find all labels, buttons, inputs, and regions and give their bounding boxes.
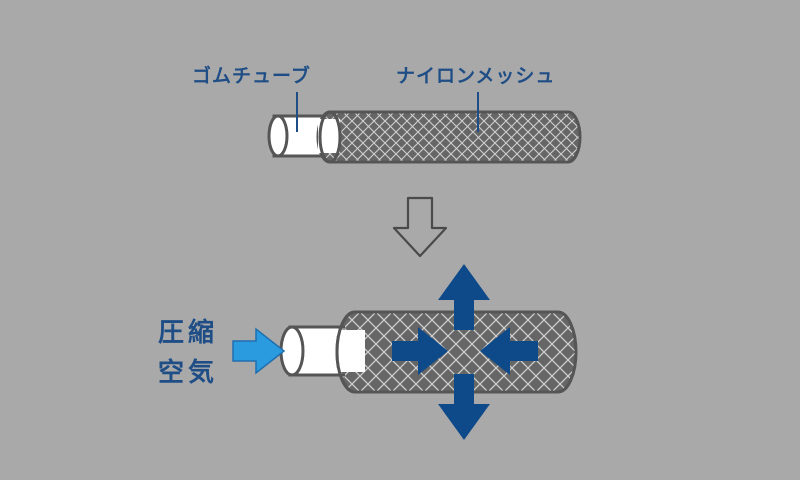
nylon-mesh-label: ナイロンメッシュ xyxy=(396,65,555,87)
compressed-air-label-line2: 空気 xyxy=(158,357,218,388)
air-inflow-arrow-icon xyxy=(232,327,286,375)
inward-left-arrow xyxy=(392,327,448,375)
hollow-down-arrow-icon xyxy=(392,196,448,258)
rubber-tube-end xyxy=(267,114,289,158)
relaxed-tube-group xyxy=(267,110,582,164)
nylon-mesh-sleeve xyxy=(316,110,582,164)
inward-right-arrow xyxy=(480,327,538,375)
expansion-down-arrow xyxy=(438,374,490,440)
compressed-air-label-line1: 圧縮 xyxy=(158,317,218,348)
expansion-up-arrow xyxy=(438,264,490,330)
expansion-arrows-icon xyxy=(392,264,538,440)
rubber-tube-label: ゴムチューブ xyxy=(192,64,311,87)
